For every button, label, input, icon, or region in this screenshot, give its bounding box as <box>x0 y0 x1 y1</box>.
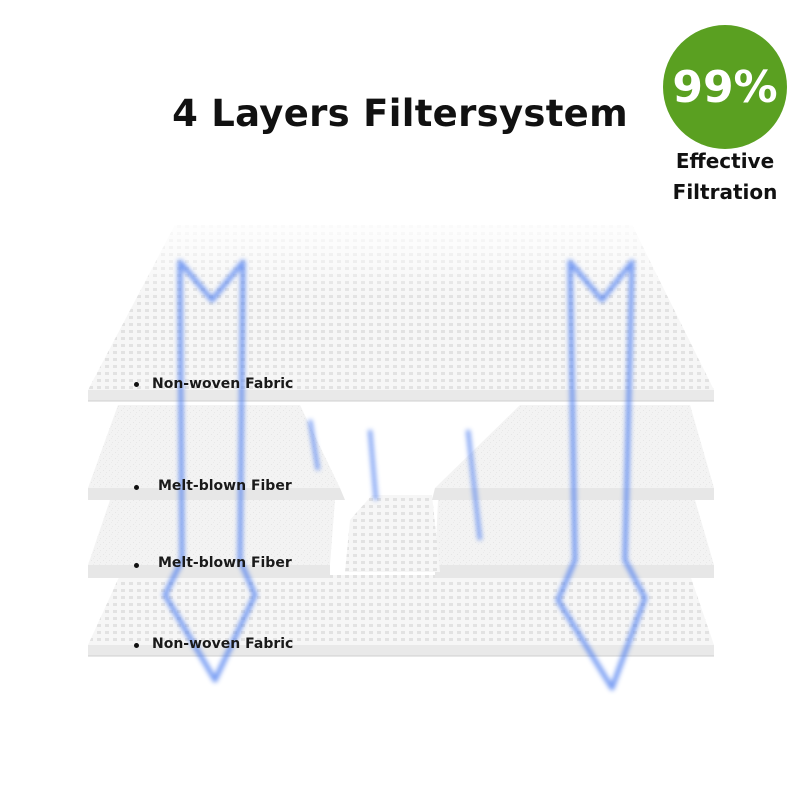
layer-label-4: Non-woven Fabric <box>152 636 294 652</box>
bullet-3 <box>134 563 139 568</box>
bullet-1 <box>134 382 139 387</box>
right-airflow-arrow <box>555 259 648 691</box>
badge-caption-line1: Effective <box>675 149 775 173</box>
bullet-4 <box>134 643 139 648</box>
left-airflow-arrow <box>162 259 258 683</box>
layer-label-2: Melt-blown Fiber <box>158 478 292 494</box>
page-title: 4 Layers Filtersystem <box>172 92 628 135</box>
layer-bottom-non-woven <box>88 575 714 657</box>
center-mesh-gap <box>345 495 440 572</box>
bullet-2 <box>134 485 139 490</box>
airflow-arrows <box>162 259 648 691</box>
layer-melt-blown-upper <box>88 405 714 500</box>
filtration-badge: 99% <box>663 25 787 149</box>
layer-label-1: Non-woven Fabric <box>152 376 294 392</box>
layer-label-3: Melt-blown Fiber <box>158 555 292 571</box>
badge-caption-line2: Filtration <box>672 180 778 204</box>
badge-caption: Effective Filtration <box>650 146 800 208</box>
badge-value: 99% <box>672 61 778 113</box>
